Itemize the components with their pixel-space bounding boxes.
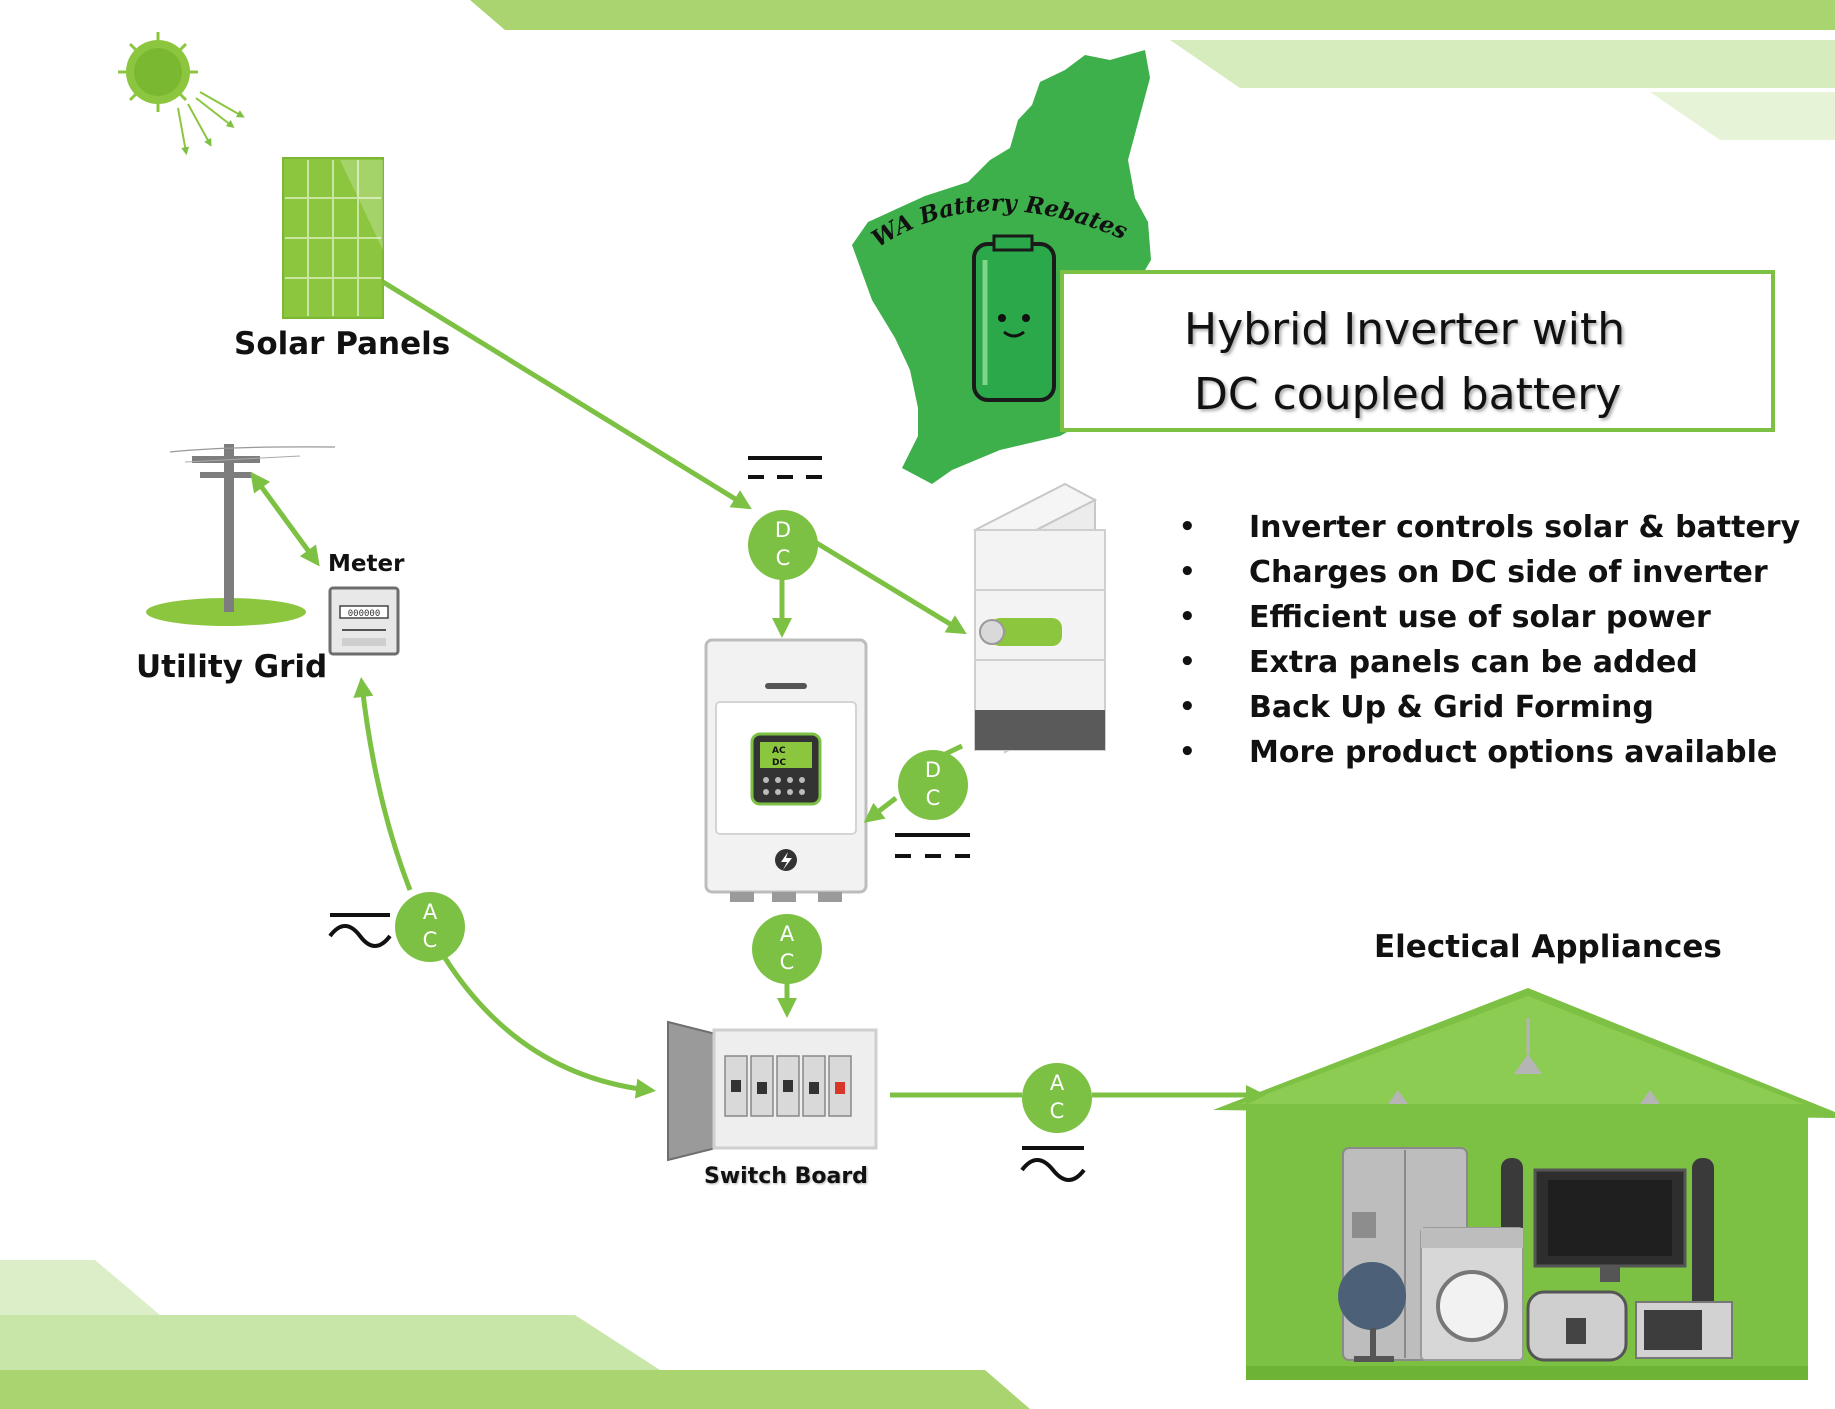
- ac-node-grid: A C: [395, 892, 465, 962]
- meter-icon: 000000: [328, 586, 400, 656]
- ac-node-inverter: A C: [752, 914, 822, 984]
- meter-label: Meter: [328, 551, 405, 577]
- title-line-2: DC coupled battery: [1194, 369, 1622, 420]
- dc-symbol-icon: [895, 833, 970, 858]
- solar-panel-icon: [282, 157, 384, 319]
- switch-board-label: Switch Board: [704, 1164, 868, 1189]
- ac-node-house: A C: [1022, 1063, 1092, 1133]
- title-box: Hybrid Inverter with DC coupled battery: [1060, 270, 1775, 432]
- power-pole-icon: [146, 444, 336, 626]
- utility-grid-label: Utility Grid: [136, 649, 328, 685]
- dc-node-battery: D C: [898, 750, 968, 820]
- dc-symbol-icon: [748, 456, 822, 479]
- battery-icon: [972, 482, 1106, 754]
- sun-icon: [118, 32, 245, 156]
- house-icon: [1213, 988, 1835, 1380]
- inverter-screen-dc: DC: [772, 758, 786, 768]
- bottom-decorative-stripes: [0, 1260, 1030, 1409]
- switchboard-icon: [667, 1020, 878, 1162]
- feature-item: •Back Up & Grid Forming: [1179, 690, 1654, 725]
- solar-panels-label: Solar Panels: [234, 326, 451, 362]
- top-decorative-stripes: [470, 0, 1835, 140]
- feature-item: •Charges on DC side of inverter: [1179, 555, 1768, 590]
- ac-symbol-icon: [328, 913, 392, 948]
- appliances-label: Electical Appliances: [1374, 929, 1722, 965]
- feature-item: •Inverter controls solar & battery: [1179, 510, 1801, 545]
- ac-symbol-icon: [1020, 1146, 1086, 1182]
- meter-display: 000000: [348, 609, 381, 619]
- title-line-1: Hybrid Inverter with: [1184, 304, 1626, 355]
- dc-node-solar: D C: [748, 510, 818, 580]
- feature-item: •More product options available: [1179, 735, 1778, 770]
- inverter-icon: AC DC: [704, 638, 868, 902]
- feature-list: •Inverter controls solar & battery •Char…: [1179, 505, 1801, 775]
- feature-item: •Extra panels can be added: [1179, 645, 1698, 680]
- feature-item: •Efficient use of solar power: [1179, 600, 1711, 635]
- inverter-screen-ac: AC: [772, 746, 786, 756]
